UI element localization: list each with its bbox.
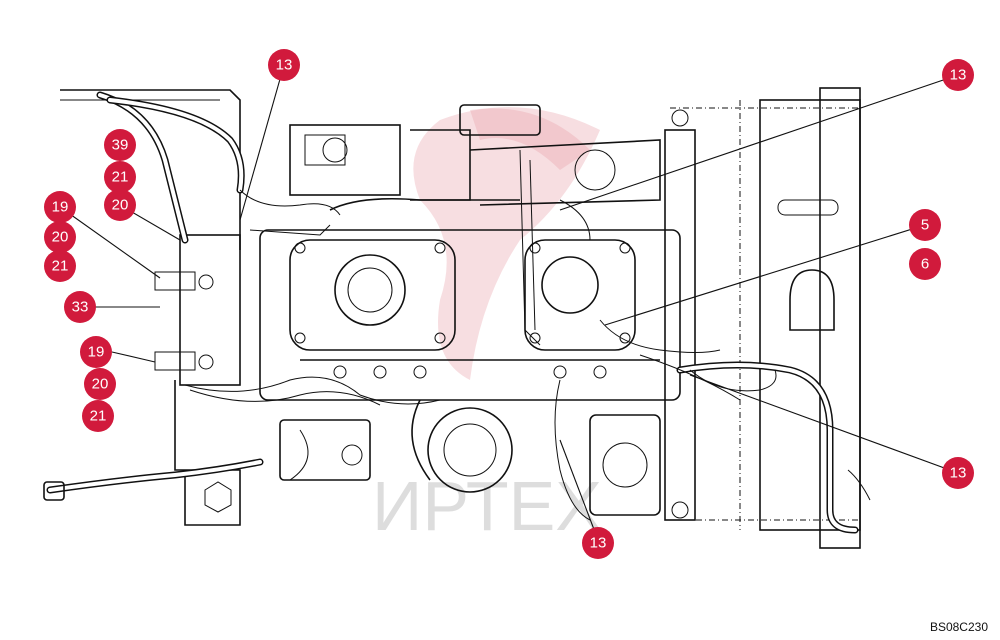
callout-13-top[interactable]: 13 [268,49,300,81]
head-bolts [294,242,631,379]
callout-19-upper[interactable]: 19 [44,191,76,223]
callout-21-lower[interactable]: 21 [82,400,114,432]
leader-lines [59,64,959,541]
svg-text:21: 21 [112,169,129,186]
svg-text:13: 13 [950,465,967,482]
svg-text:19: 19 [52,199,69,216]
svg-text:33: 33 [72,299,89,316]
callouts: 13 13 39 21 19 20 20 21 5 6 33 19 20 21 … [44,49,974,559]
callout-5[interactable]: 5 [909,209,941,241]
callout-20-lower[interactable]: 20 [84,368,116,400]
callout-21-upper[interactable]: 21 [104,161,136,193]
callout-33[interactable]: 33 [64,291,96,323]
svg-text:13: 13 [950,67,967,84]
svg-text:19: 19 [88,344,105,361]
callout-21-mid[interactable]: 21 [44,250,76,282]
svg-text:39: 39 [112,137,129,154]
svg-text:21: 21 [52,258,69,275]
svg-text:20: 20 [52,229,69,246]
svg-text:5: 5 [921,217,929,234]
callout-13-top-right[interactable]: 13 [942,59,974,91]
svg-text:20: 20 [92,376,109,393]
callout-19-lower[interactable]: 19 [80,336,112,368]
drawing-code: BS08C230 [929,620,988,634]
callout-39[interactable]: 39 [104,129,136,161]
callout-6[interactable]: 6 [909,248,941,280]
svg-text:20: 20 [112,197,129,214]
svg-text:13: 13 [590,535,607,552]
callout-13-bottom[interactable]: 13 [582,527,614,559]
svg-text:21: 21 [90,408,107,425]
callout-13-bottom-right[interactable]: 13 [942,457,974,489]
watermark-text: ИРТЕХ [372,467,602,545]
svg-text:6: 6 [921,256,929,273]
callout-20-upper-right[interactable]: 20 [104,189,136,221]
callout-20-upper-left[interactable]: 20 [44,221,76,253]
watermark: ИРТЕХ [372,107,602,545]
engine-drawing [43,87,871,549]
svg-text:13: 13 [276,57,293,74]
